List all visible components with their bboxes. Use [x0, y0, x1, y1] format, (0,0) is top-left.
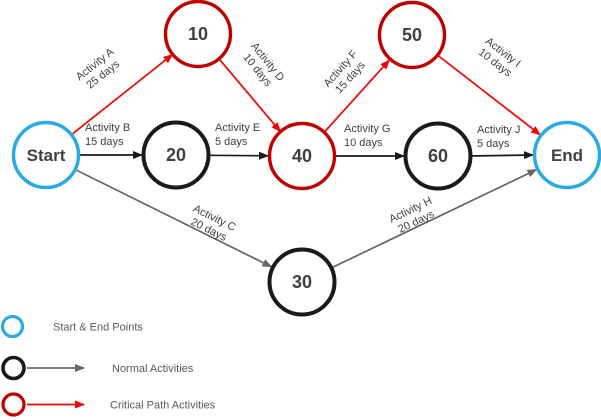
- node-10-circle: [163, 0, 233, 69]
- edge-activity-h: [331, 168, 538, 269]
- legend-item-normal: Normal Activities: [1, 355, 194, 381]
- node-60-label: 60: [428, 146, 448, 166]
- activity-duration-label: 15 days: [85, 136, 124, 148]
- node-40-circle: [267, 121, 337, 191]
- node-10-label: 10: [188, 24, 208, 44]
- legend-start-end-label: Start & End Points: [53, 322, 143, 334]
- edge-label-activity-h: Activity H 20 days: [387, 195, 436, 236]
- node-60-circle: [403, 121, 473, 191]
- node-20: 20: [141, 120, 211, 190]
- activity-duration-label: 10 days: [344, 137, 383, 149]
- node-40: 40: [267, 121, 337, 191]
- node-50: 50: [377, 0, 447, 70]
- edge-label-activity-e: Activity E 5 days: [215, 122, 260, 148]
- activity-duration-label: 5 days: [215, 136, 248, 148]
- legend-item-critical: Critical Path Activities: [1, 392, 216, 417]
- edge-label-activity-j: Activity J 5 days: [477, 124, 520, 150]
- node-30-circle: [267, 247, 337, 317]
- edge-activity-a: [71, 53, 174, 136]
- node-50-label: 50: [402, 25, 422, 45]
- legend-normal-label: Normal Activities: [112, 363, 194, 375]
- node-50-circle: [377, 0, 447, 70]
- edge-label-activity-c: Activity C 20 days: [189, 203, 238, 244]
- activity-name-label: Activity B: [85, 122, 130, 134]
- node-10: 10: [163, 0, 233, 69]
- activity-name-label: Activity G: [344, 123, 390, 135]
- legend: Start & End Points Normal Activities Cri…: [0, 314, 216, 417]
- edge-activity-d: [218, 57, 281, 133]
- start-node-label: Start: [27, 146, 66, 165]
- activity-name-label: Activity E: [215, 122, 260, 134]
- edge-activity-e: [207, 151, 269, 160]
- end-node-label: End: [551, 146, 583, 165]
- edge-activity-i: [437, 54, 541, 136]
- legend-item-start-end: Start & End Points: [0, 314, 143, 339]
- edges: [71, 53, 541, 269]
- activity-duration-label: 5 days: [477, 138, 510, 150]
- activity-name-label: Activity J: [477, 124, 520, 136]
- legend-critical-label: Critical Path Activities: [110, 400, 216, 412]
- legend-critical-circle-icon: [1, 392, 26, 417]
- node-30: 30: [267, 247, 337, 317]
- edge-activity-j: [469, 151, 534, 160]
- edge-label-activity-b: Activity B 15 days: [85, 122, 130, 148]
- node-20-label: 20: [166, 145, 186, 165]
- legend-start-end-circle-icon: [0, 314, 25, 339]
- end-node-circle: [532, 120, 601, 190]
- node-20-circle: [141, 120, 211, 190]
- node-40-label: 40: [292, 146, 312, 166]
- start-node-circle: [11, 120, 81, 190]
- legend-normal-circle-icon: [1, 355, 26, 381]
- edge-label-activity-d: Activity D 10 days: [240, 41, 286, 90]
- edge-activity-c: [75, 168, 273, 268]
- edge-label-activity-i: Activity I 10 days: [476, 35, 523, 79]
- nodes: Start 10 20 30 40 50 60 End: [11, 0, 601, 317]
- edge-activity-f: [323, 59, 390, 134]
- node-end: End: [532, 120, 601, 190]
- node-30-label: 30: [292, 272, 312, 292]
- edge-label-activity-a: Activity A 25 days: [74, 46, 122, 92]
- node-start: Start: [11, 120, 81, 190]
- node-60: 60: [403, 121, 473, 191]
- edge-label-activity-g: Activity G 10 days: [344, 123, 390, 149]
